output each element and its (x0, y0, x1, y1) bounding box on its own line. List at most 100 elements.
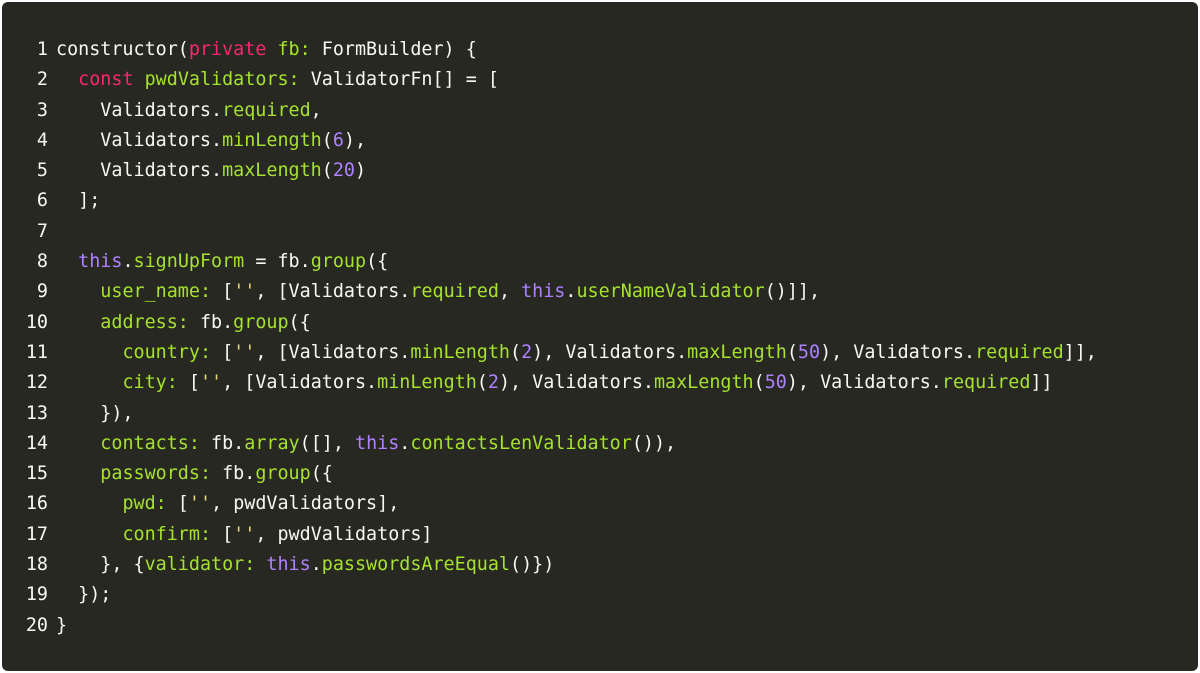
property-token: pwd: (122, 493, 167, 515)
code-line[interactable]: 9 user_name: ['', [Validators.required, … (2, 277, 1198, 307)
code-line[interactable]: 19 }); (2, 580, 1198, 610)
code-line[interactable]: 7 (2, 217, 1198, 247)
code-text (56, 251, 78, 272)
code-text (56, 69, 78, 90)
property-token: required (222, 99, 311, 121)
property-token: user_name: (100, 281, 212, 303)
code-line[interactable]: 6 ]; (2, 186, 1198, 216)
code-line[interactable]: 20} (2, 611, 1198, 641)
line-number: 4 (36, 129, 48, 151)
code-line[interactable]: 5 Validators.maxLength(20) (2, 156, 1198, 186)
number-token: 2 (487, 372, 499, 394)
code-text: Validators. (56, 160, 223, 182)
code-text: ( (321, 129, 333, 151)
property-token: passwords: (100, 463, 212, 485)
code-content (56, 217, 1198, 247)
code-line[interactable]: 12 city: ['', [Validators.minLength(2), … (2, 368, 1198, 398)
property-token: city: (122, 372, 178, 394)
code-line[interactable]: 10 address: fb.group({ (2, 308, 1198, 338)
code-text: = fb. (244, 251, 311, 273)
code-content: confirm: ['', pwdValidators] (56, 520, 1198, 550)
property-token: group (255, 463, 311, 485)
property-token: required (410, 281, 499, 303)
code-content: passwords: fb.group({ (56, 459, 1198, 489)
code-text: ( (753, 372, 765, 394)
code-text: ]] (1030, 372, 1053, 394)
code-text: ), Validators. (786, 372, 942, 394)
code-text (56, 493, 122, 514)
property-token: maxLength (653, 372, 754, 394)
code-text: }, { (56, 554, 145, 576)
code-line[interactable]: 8 this.signUpForm = fb.group({ (2, 247, 1198, 277)
code-text (255, 554, 266, 575)
code-text: , [Validators. (222, 372, 378, 394)
code-text: Validators. (56, 129, 223, 151)
code-text: . (399, 432, 411, 454)
code-text: , (310, 99, 322, 121)
code-line[interactable]: 17 confirm: ['', pwdValidators] (2, 520, 1198, 550)
code-line[interactable]: 15 passwords: fb.group({ (2, 459, 1198, 489)
code-text: , pwdValidators] (255, 523, 433, 545)
code-text: [ (211, 523, 234, 545)
property-token: validator: (144, 554, 256, 576)
code-line[interactable]: 14 contacts: fb.array([], this.contactsL… (2, 429, 1198, 459)
code-content: user_name: ['', [Validators.required, th… (56, 277, 1198, 307)
code-line[interactable]: 3 Validators.required, (2, 96, 1198, 126)
keyword-token: private (188, 39, 267, 60)
line-number: 17 (25, 523, 48, 545)
code-text (56, 312, 100, 333)
code-line[interactable]: 16 pwd: ['', pwdValidators], (2, 489, 1198, 519)
code-text: . (310, 554, 322, 576)
code-text: ({ (310, 463, 333, 485)
code-text: fb. (199, 432, 245, 454)
code-text: ValidatorFn[] = [ (299, 69, 499, 91)
code-text: ), Validators. (820, 341, 976, 363)
code-text: , pwdValidators], (211, 493, 400, 515)
code-text (134, 69, 145, 90)
line-number: 19 (25, 584, 48, 606)
code-text (56, 342, 122, 363)
string-token: '' (233, 281, 256, 303)
property-token: minLength (222, 129, 322, 151)
code-line[interactable]: 18 }, {validator: this.passwordsAreEqual… (2, 550, 1198, 580)
line-number: 9 (36, 281, 48, 303)
code-content: ]; (56, 186, 1198, 216)
property-token: passwordsAreEqual (321, 554, 510, 576)
string-token: '' (199, 372, 223, 394)
line-number: 14 (25, 432, 48, 454)
code-text (56, 463, 100, 484)
code-text: ( (786, 341, 798, 363)
code-text: FormBuilder) { (310, 39, 477, 60)
code-text (56, 524, 122, 545)
code-content: const pwdValidators: ValidatorFn[] = [ (56, 65, 1198, 95)
string-token: '' (188, 493, 212, 515)
line-number: 8 (36, 251, 48, 273)
code-text: , [Validators. (255, 281, 411, 303)
code-text: ()}) (510, 554, 555, 576)
code-text: ), (343, 129, 367, 151)
code-content: constructor(private fb: FormBuilder) { (56, 35, 1198, 65)
code-line[interactable]: 13 }), (2, 399, 1198, 429)
line-number: 3 (36, 99, 48, 121)
this-token: this (266, 554, 311, 576)
line-number: 20 (25, 614, 48, 636)
property-token: userNameValidator (576, 281, 765, 303)
property-token: minLength (410, 341, 510, 363)
code-text: fb. (188, 311, 234, 333)
code-line[interactable]: 11 country: ['', [Validators.minLength(2… (2, 338, 1198, 368)
code-text: Validators. (56, 99, 223, 121)
property-token: maxLength (222, 160, 322, 182)
code-text: , [Validators. (255, 341, 411, 363)
code-content: Validators.required, (56, 96, 1198, 126)
line-number: 16 (25, 493, 48, 515)
code-content: country: ['', [Validators.minLength(2), … (56, 338, 1198, 368)
code-text: ()), (631, 432, 677, 454)
line-number: 7 (36, 220, 48, 242)
code-line[interactable]: 4 Validators.minLength(6), (2, 126, 1198, 156)
code-text: ({ (288, 311, 311, 333)
line-number: 18 (25, 554, 48, 576)
code-text: ), Validators. (498, 372, 654, 394)
code-line[interactable]: 2 const pwdValidators: ValidatorFn[] = [ (2, 65, 1198, 95)
